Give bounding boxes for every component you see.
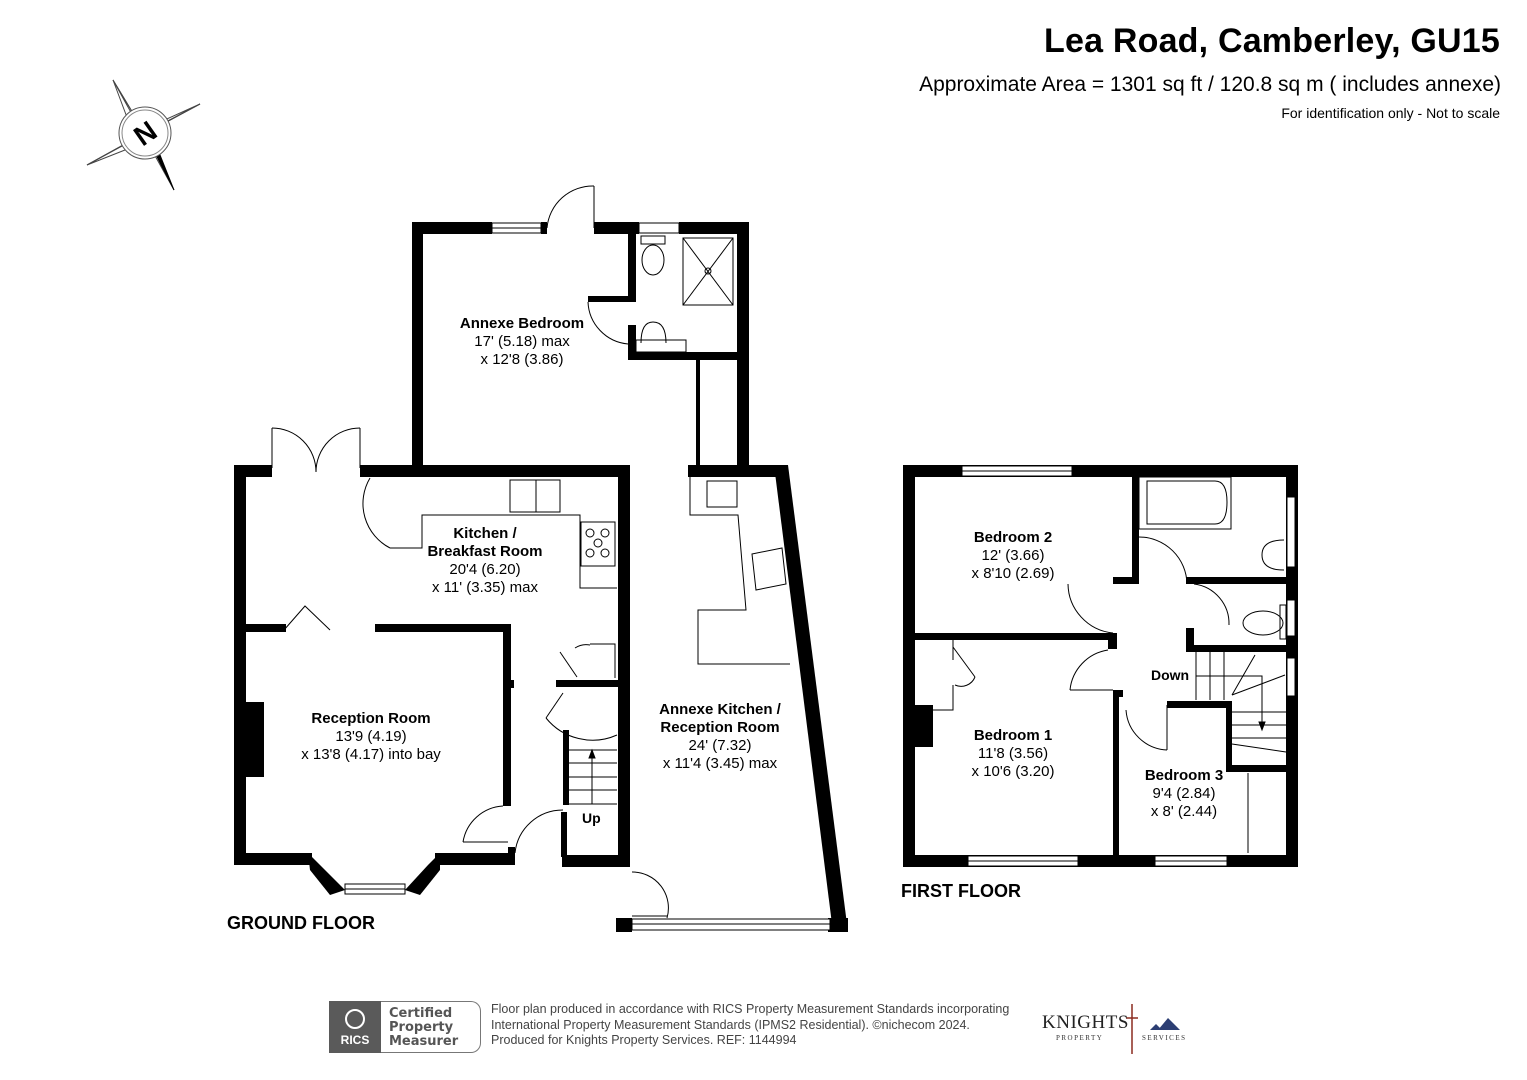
room-bedroom-2: Bedroom 2 12' (3.66) x 8'10 (2.69) xyxy=(972,529,1055,583)
rics-line: Property xyxy=(389,1020,454,1035)
room-dimension: x 12'8 (3.86) xyxy=(480,351,564,368)
room-annexe-kitchen-reception: Annexe Kitchen / Reception Room 24' (7.3… xyxy=(659,701,781,773)
agent-sub2: SERVICES xyxy=(1142,1034,1187,1042)
approximate-area: Approximate Area = 1301 sq ft / 120.8 sq… xyxy=(919,73,1501,96)
stairs-down-label: Down xyxy=(1151,667,1190,683)
room-annexe-bedroom: Annexe Bedroom 17' (5.18) max x 12'8 (3.… xyxy=(460,315,584,369)
room-dimension: 24' (7.32) xyxy=(688,737,752,754)
room-dimension: x 11'4 (3.45) max xyxy=(662,755,778,772)
room-name: Annexe Bedroom xyxy=(459,315,585,332)
room-dimension: x 8'10 (2.69) xyxy=(971,565,1055,582)
room-dimension: x 11' (3.35) max xyxy=(432,579,538,596)
agent-sub1: PROPERTY xyxy=(1056,1034,1104,1042)
room-dimension: 13'9 (4.19) xyxy=(335,728,407,745)
room-bedroom-1: Bedroom 1 11'8 (3.56) x 10'6 (3.20) xyxy=(972,727,1055,781)
room-name: Annexe Kitchen / xyxy=(659,701,781,718)
room-reception: Reception Room 13'9 (4.19) x 13'8 (4.17)… xyxy=(301,710,441,764)
room-dimension: 9'4 (2.84) xyxy=(1152,785,1216,802)
ground-floor-fixtures xyxy=(271,185,831,931)
room-dimension: 11'8 (3.56) xyxy=(977,745,1049,762)
room-name: Reception Room xyxy=(311,710,431,727)
room-dimension: x 13'8 (4.17) into bay xyxy=(301,746,441,763)
room-dimension: 12' (3.66) xyxy=(981,547,1045,564)
room-name: Bedroom 3 xyxy=(1144,767,1224,784)
rics-certified-badge: RICS Certified Property Measurer xyxy=(329,1001,481,1053)
room-bedroom-3: Bedroom 3 9'4 (2.84) x 8' (2.44) xyxy=(1145,767,1223,821)
ground-floor-label: GROUND FLOOR xyxy=(227,913,375,933)
footer-line: International Property Measurement Stand… xyxy=(491,1017,970,1032)
disclaimer: For identification only - Not to scale xyxy=(1281,105,1500,121)
first-floor-fixtures xyxy=(933,465,1296,867)
rics-line: Certified xyxy=(389,1006,453,1021)
footer-line: Floor plan produced in accordance with R… xyxy=(491,1002,1010,1016)
first-floor-walls xyxy=(903,465,1298,867)
north-compass-icon: N xyxy=(86,79,201,191)
agent-name: KNIGHTS xyxy=(1042,1012,1129,1033)
rics-line: Measurer xyxy=(389,1034,459,1049)
footer-line: Produced for Knights Property Services. … xyxy=(491,1033,797,1047)
room-dimension: x 8' (2.44) xyxy=(1150,803,1218,820)
rics-logo: RICS xyxy=(329,1001,381,1053)
room-name: Bedroom 1 xyxy=(973,727,1053,744)
property-title: Lea Road, Camberley, GU15 xyxy=(1044,22,1500,60)
footer-disclaimer: Floor plan produced in accordance with R… xyxy=(491,1002,1009,1049)
first-floor-label: FIRST FLOOR xyxy=(901,881,1021,901)
room-name-line2: Breakfast Room xyxy=(427,543,543,560)
room-name: Kitchen / xyxy=(453,525,517,542)
stairs-up-label: Up xyxy=(582,810,601,826)
knights-logo: KNIGHTS PROPERTY SERVICES xyxy=(1040,1004,1190,1054)
rics-certification-text: Certified Property Measurer xyxy=(381,1001,481,1053)
room-name-line2: Reception Room xyxy=(660,719,780,736)
ground-floor-walls xyxy=(234,222,848,932)
rics-lion-icon xyxy=(345,1009,365,1029)
room-dimension: x 10'6 (3.20) xyxy=(971,763,1055,780)
room-name: Bedroom 2 xyxy=(973,529,1053,546)
room-dimension: 17' (5.18) max xyxy=(474,333,570,350)
room-kitchen-breakfast: Kitchen / Breakfast Room 20'4 (6.20) x 1… xyxy=(427,525,542,597)
house-roof-icon xyxy=(1126,1004,1180,1054)
room-dimension: 20'4 (6.20) xyxy=(449,561,521,578)
rics-brand: RICS xyxy=(340,1033,370,1047)
